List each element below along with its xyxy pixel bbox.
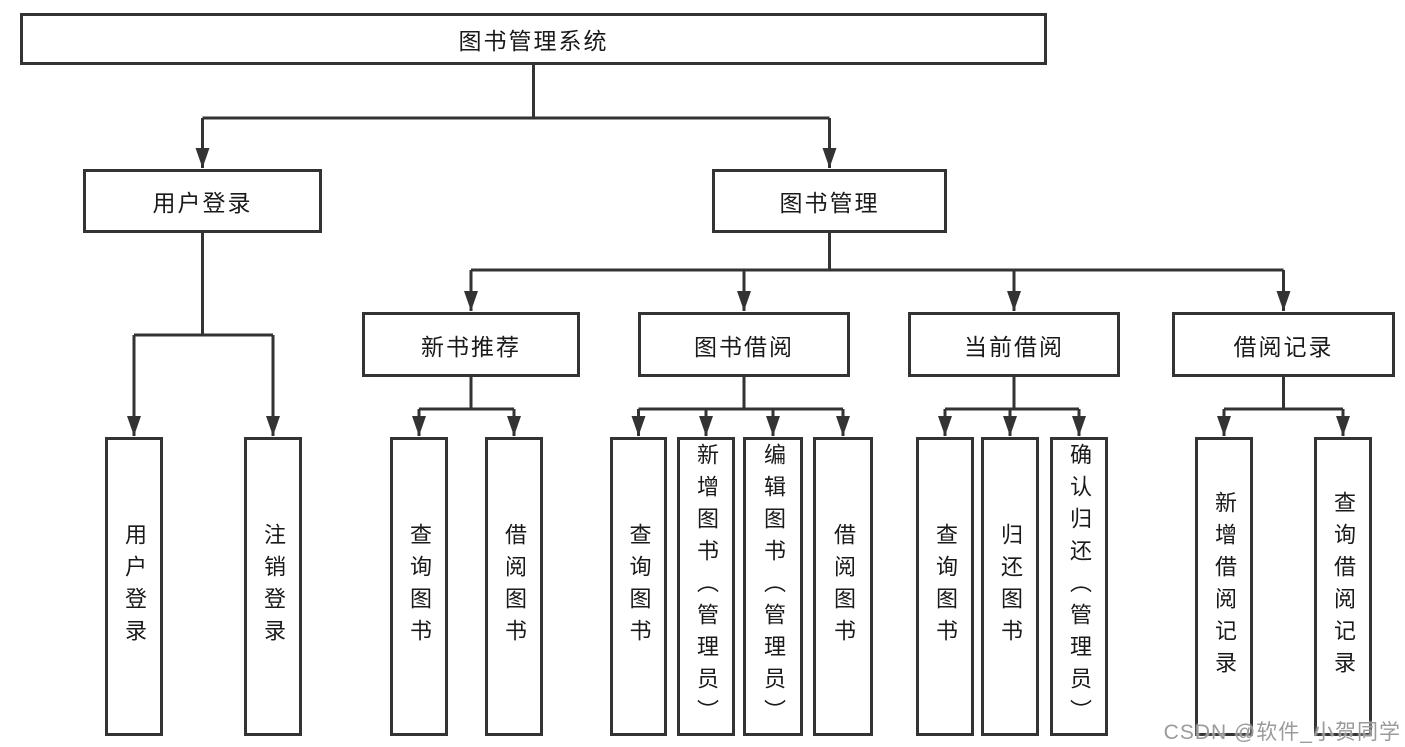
leaf-bb-edit: 编辑图书（管理员） [743,437,803,736]
leaf-bb-query: 查询图书 [610,437,667,736]
node-root-system-label: 图书管理系统 [458,28,609,54]
node-borrow-record: 借阅记录 [1172,312,1395,377]
node-book-borrow-label: 图书借阅 [694,333,794,360]
node-root-system: 图书管理系统 [20,13,1047,65]
node-borrow-record-label: 借阅记录 [1233,333,1334,360]
leaf-nb-query: 查询图书 [390,437,448,736]
edge-book-borrow-trunk [638,377,843,411]
leaf-nb-borrow: 借阅图书 [485,437,543,736]
node-book-mgmt: 图书管理 [712,169,947,233]
edge-current-borrow-trunk [945,377,1079,411]
node-current-borrow-label: 当前借阅 [964,333,1064,360]
edge-root-trunk [202,65,830,120]
edge-user-login-trunk [134,233,273,337]
leaf-user-login-label: 用户登录 [122,522,147,651]
node-book-borrow: 图书借阅 [638,312,850,377]
edge-new-book-rec-trunk [419,377,514,411]
leaf-cb-return: 归还图书 [981,437,1039,736]
leaf-br-query: 查询借阅记录 [1314,437,1372,736]
leaf-cb-query: 查询图书 [916,437,974,736]
leaf-cb-return-label: 归还图书 [998,522,1023,651]
leaf-bb-borrow: 借阅图书 [813,437,873,736]
node-book-mgmt-label: 图书管理 [779,190,880,216]
node-new-book-rec: 新书推荐 [362,312,580,377]
leaf-nb-query-label: 查询图书 [407,522,432,651]
node-new-book-rec-label: 新书推荐 [421,333,521,360]
node-user-login: 用户登录 [83,169,322,233]
leaf-cb-confirm-label: 确认归还（管理员） [1067,442,1092,731]
leaf-bb-add-label: 新增图书（管理员） [694,442,719,731]
node-user-login-label: 用户登录 [152,190,253,216]
edge-book-mgmt-trunk [471,233,1284,272]
leaf-br-add-label: 新增借阅记录 [1212,490,1237,683]
csdn-watermark: CSDN @软件_小贺同学 [1163,721,1401,744]
leaf-logout-label: 注销登录 [261,522,286,651]
edge-borrow-record-trunk [1224,377,1343,411]
node-current-borrow: 当前借阅 [908,312,1120,377]
leaf-cb-query-label: 查询图书 [933,522,958,651]
leaf-nb-borrow-label: 借阅图书 [502,522,527,651]
leaf-bb-edit-label: 编辑图书（管理员） [761,442,786,731]
leaf-bb-borrow-label: 借阅图书 [831,522,856,651]
leaf-bb-add: 新增图书（管理员） [677,437,735,736]
leaf-logout: 注销登录 [244,437,302,736]
leaf-user-login: 用户登录 [105,437,163,736]
leaf-cb-confirm: 确认归还（管理员） [1050,437,1108,736]
leaf-br-add: 新增借阅记录 [1195,437,1253,736]
leaf-br-query-label: 查询借阅记录 [1331,490,1356,683]
leaf-bb-query-label: 查询图书 [626,522,652,651]
